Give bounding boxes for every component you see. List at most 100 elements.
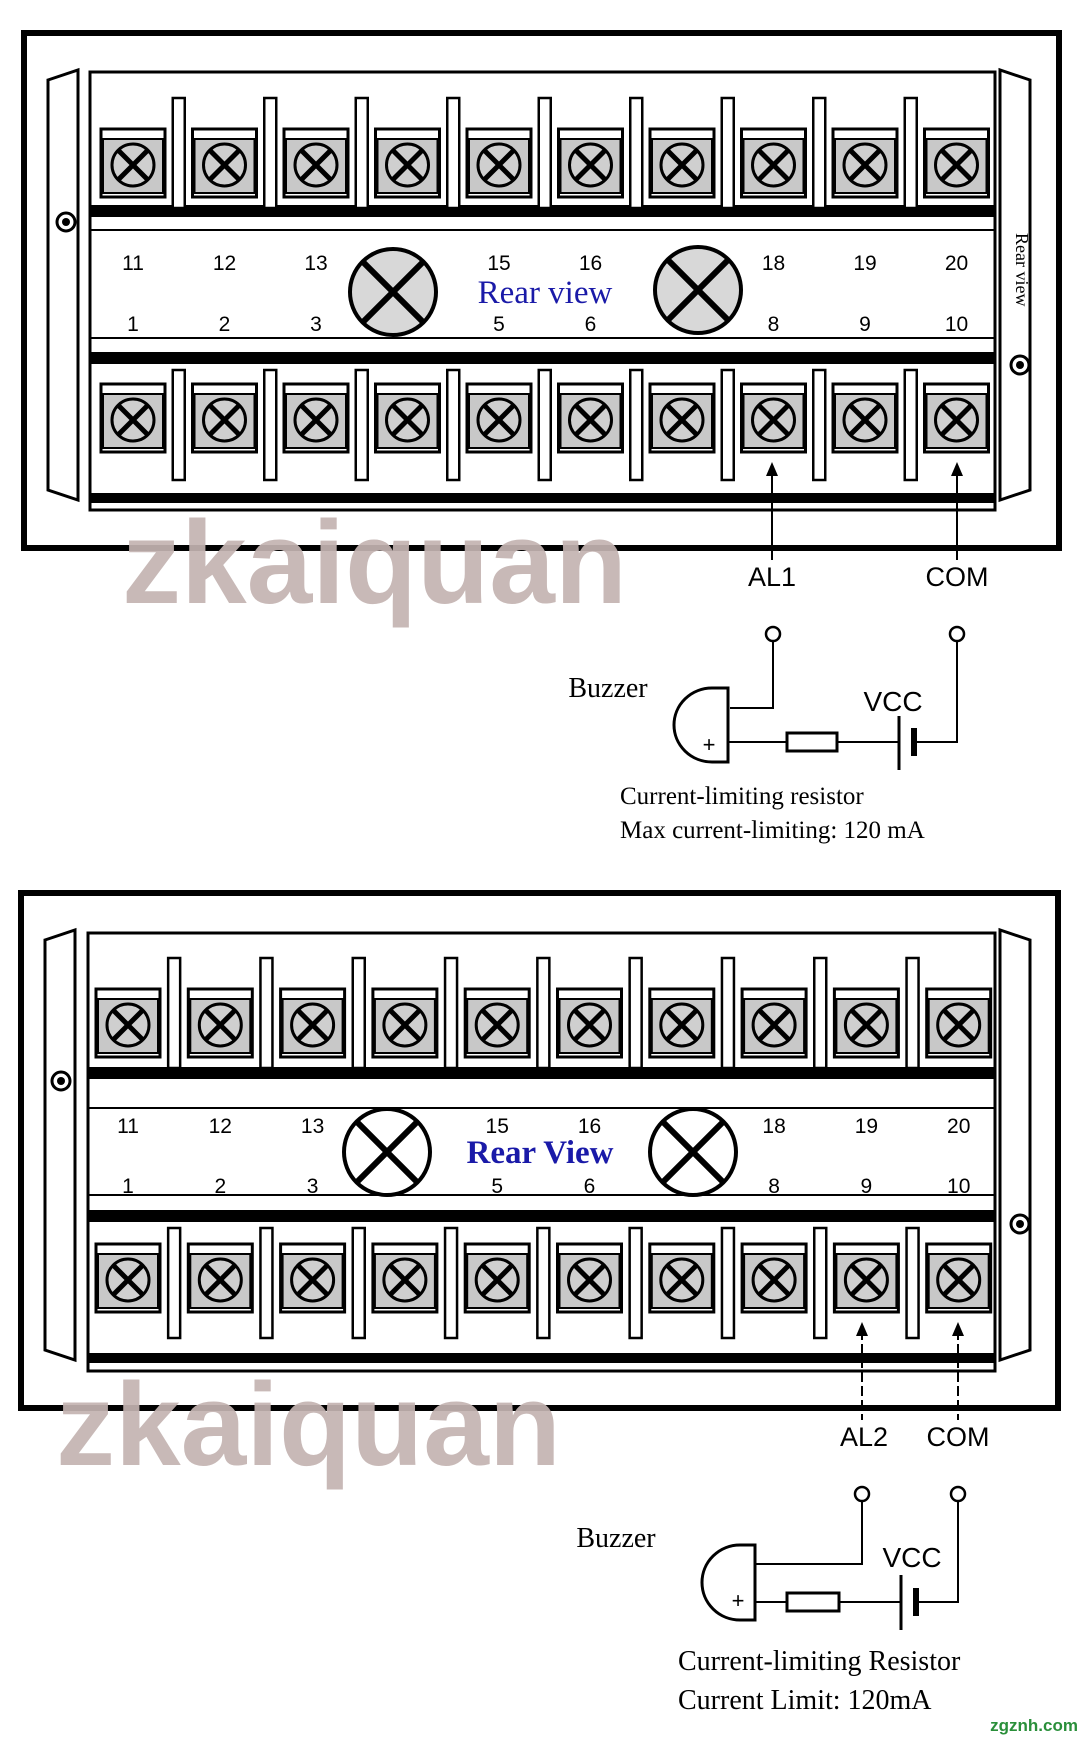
- wiring: AL1 COM + Buzzer VCC Current-limiting re…: [568, 462, 989, 844]
- alarm-label: AL1: [748, 562, 796, 592]
- terminal-screw-bottom: [556, 1242, 623, 1314]
- terminal-number-top: 16: [579, 252, 602, 275]
- terminal-screw-top: [648, 987, 716, 1059]
- center-screw-left: [342, 1107, 432, 1197]
- terminal-number-top: 15: [486, 1115, 509, 1138]
- terminal-screw-top: [282, 127, 350, 199]
- terminal-screw-bottom: [191, 382, 258, 454]
- terminal-screw-bottom: [648, 382, 716, 454]
- corner-logo: zgznh.com: [990, 1716, 1078, 1735]
- terminal-screw-top: [374, 127, 441, 199]
- resistor-caption-2: Max current-limiting: 120 mA: [620, 817, 925, 844]
- terminal-number-bottom: 9: [861, 1175, 873, 1198]
- terminal-number-top: 19: [853, 252, 876, 275]
- buzzer-symbol: [700, 1543, 757, 1622]
- terminal-screw-top: [556, 987, 623, 1059]
- terminal-screw-bottom: [374, 382, 441, 454]
- terminal-screw-top: [94, 987, 162, 1059]
- terminal-screw-bottom: [923, 382, 990, 454]
- terminal-screw-top: [465, 127, 533, 199]
- top-rail: [88, 1067, 995, 1079]
- terminal-screw-bottom: [465, 382, 533, 454]
- arrow-com: [951, 462, 963, 476]
- resistor-caption-1: Current-limiting resistor: [620, 783, 864, 810]
- terminal-screw-top: [925, 987, 993, 1059]
- terminal-number-bottom: 3: [310, 313, 322, 336]
- terminal-number-bottom: 8: [768, 313, 780, 336]
- terminal-screw-bottom: [557, 382, 624, 454]
- center-screw-left: [348, 247, 438, 337]
- terminal-number-bottom: 5: [491, 1175, 503, 1198]
- resistor-symbol: [785, 731, 839, 753]
- buzzer-symbol: [672, 686, 730, 764]
- terminal-number-bottom: 9: [859, 313, 871, 336]
- terminal-number-bottom: 6: [585, 313, 597, 336]
- terminal-number-bottom: 1: [122, 1175, 134, 1198]
- resistor-caption-1: Current-limiting Resistor: [678, 1646, 961, 1677]
- top-rail: [90, 205, 995, 217]
- com-label: COM: [926, 562, 989, 592]
- terminal-screw-bottom: [186, 1242, 254, 1314]
- right-bracket: [998, 67, 1032, 503]
- buzzer-plus: +: [732, 1588, 745, 1613]
- terminal-number-top: 16: [578, 1115, 601, 1138]
- watermark-top: zkaiquan: [122, 497, 627, 629]
- terminal-screw-top: [740, 127, 807, 199]
- terminal-number-top: 11: [122, 252, 144, 275]
- buzzer-label: Buzzer: [576, 1523, 656, 1554]
- outer-frame: [21, 30, 1062, 551]
- buzzer-plus: +: [703, 732, 716, 757]
- terminal-screw-top: [191, 127, 258, 199]
- rear-view-title: Rear View: [467, 1135, 614, 1171]
- terminal-screw-top: [371, 987, 439, 1059]
- side-label: Rear view: [1012, 233, 1032, 306]
- terminal-screw-bottom: [463, 1242, 531, 1314]
- left-bracket: [46, 67, 80, 503]
- terminal-number-bottom: 2: [219, 313, 231, 336]
- terminal-number-top: 11: [117, 1115, 139, 1138]
- com-terminal-point: [948, 625, 966, 643]
- terminal-number-bottom: 10: [945, 313, 968, 336]
- terminal-screw-top: [832, 987, 900, 1059]
- terminal-screw-top: [279, 987, 347, 1059]
- terminal-screw-bottom: [740, 382, 807, 454]
- terminal-screw-bottom: [279, 1242, 347, 1314]
- resistor-symbol: [785, 1591, 841, 1613]
- terminal-screw-bottom: [371, 1242, 439, 1314]
- terminal-number-top: 13: [301, 1115, 324, 1138]
- terminal-screw-bottom: [94, 1242, 162, 1314]
- terminal-number-top: 12: [209, 1115, 232, 1138]
- terminal-number-top: 18: [762, 252, 785, 275]
- terminal-block: [88, 70, 997, 512]
- terminal-screw-top: [923, 127, 990, 199]
- bottom-rail: [90, 352, 995, 364]
- terminal-screw-top: [99, 127, 167, 199]
- terminal-number-bottom: 6: [584, 1175, 596, 1198]
- terminal-number-top: 20: [947, 1115, 970, 1138]
- terminal-number-bottom: 3: [307, 1175, 319, 1198]
- terminal-screw-bottom: [740, 1242, 808, 1314]
- terminal-number-top: 18: [762, 1115, 785, 1138]
- right-bracket: [998, 927, 1032, 1363]
- terminal-number-top: 13: [304, 252, 327, 275]
- terminal-number-top: 12: [213, 252, 236, 275]
- terminal-screw-bottom: [925, 1242, 993, 1314]
- terminal-number-bottom: 5: [493, 313, 505, 336]
- center-screw-right: [648, 1107, 738, 1197]
- arrow-com: [952, 1322, 964, 1336]
- terminal-screw-top: [648, 127, 716, 199]
- resistor-caption-2: Current Limit: 120mA: [678, 1685, 932, 1716]
- terminal-screw-top: [740, 987, 808, 1059]
- com-label: COM: [927, 1422, 990, 1452]
- alarm-label: AL2: [840, 1422, 888, 1452]
- com-terminal-point: [949, 1485, 967, 1503]
- buzzer-label: Buzzer: [568, 673, 648, 704]
- vcc-label: VCC: [863, 686, 922, 717]
- arrow-alarm: [766, 462, 778, 476]
- terminal-number-bottom: 2: [214, 1175, 226, 1198]
- terminal-number-top: 15: [487, 252, 510, 275]
- terminal-screw-top: [831, 127, 899, 199]
- terminal-block: [86, 931, 997, 1373]
